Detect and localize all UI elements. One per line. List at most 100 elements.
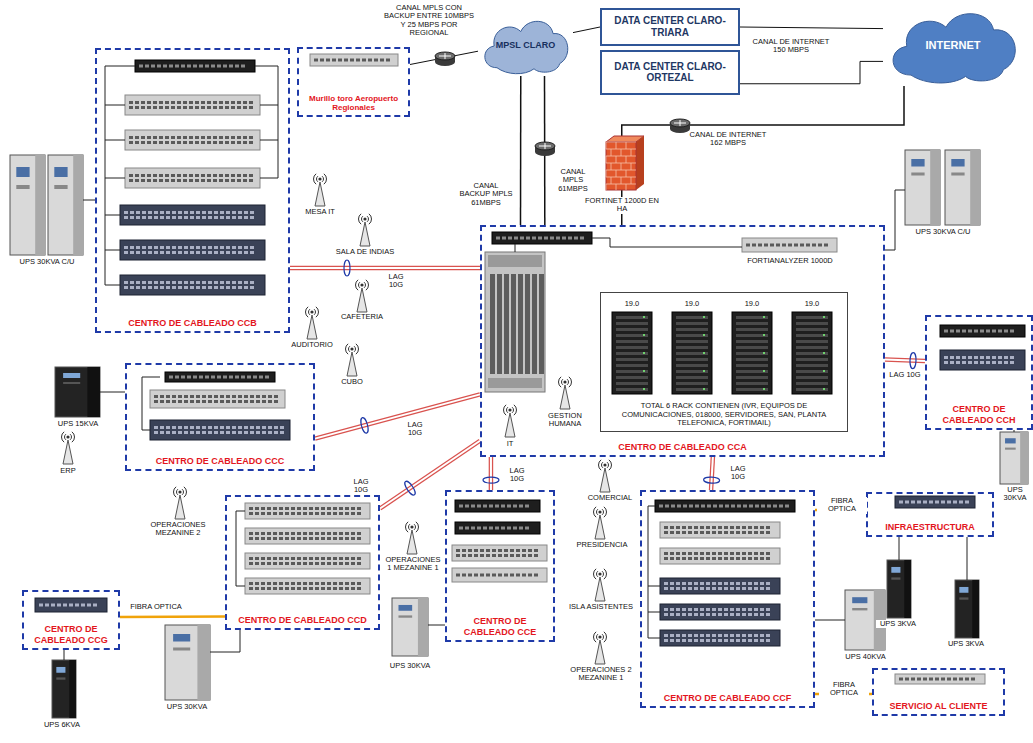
access-point: [504, 405, 517, 437]
switch-port: [513, 505, 517, 508]
connector-group: [315, 394, 480, 438]
switch-port: [1004, 361, 1008, 364]
switch-port: [237, 101, 241, 104]
switch-port: [701, 505, 705, 508]
network-switch: [245, 553, 370, 569]
connector-group: [703, 457, 719, 490]
cable-line: [648, 586, 660, 587]
switch-port: [177, 179, 181, 182]
brick-line: [616, 142, 617, 149]
switch-port: [670, 613, 674, 616]
chassis-slot: [525, 274, 530, 374]
switch-port: [345, 587, 349, 590]
switch-port: [724, 608, 728, 611]
switch-port: [285, 562, 289, 565]
switch-port: [262, 400, 266, 403]
annotation-label: CANAL DE INTERNET 162 MBPS: [688, 131, 768, 148]
lag-link: [290, 266, 480, 271]
switch-port: [220, 400, 224, 403]
ap-dot: [603, 463, 606, 466]
switch-port: [333, 537, 337, 540]
switch-port: [124, 251, 128, 254]
ups-side: [418, 598, 428, 656]
rack-led: [823, 388, 825, 390]
ap-wave: [314, 174, 317, 184]
chassis-body: [485, 252, 545, 392]
switch-port: [232, 431, 236, 434]
annotation-label: FIBRA OPTICA: [817, 497, 867, 514]
switch-port: [712, 552, 716, 555]
switch-port: [333, 532, 337, 535]
switch-port: [184, 286, 188, 289]
network-switch: [245, 503, 370, 519]
switch-port: [166, 211, 170, 214]
switch-port: [357, 562, 361, 565]
switch-port: [962, 361, 966, 364]
cable-line: [210, 630, 240, 652]
switch-port: [249, 562, 253, 565]
rack-unit: [736, 340, 768, 343]
rack-led: [703, 388, 705, 390]
switch-port: [670, 582, 674, 585]
switch-port: [688, 531, 692, 534]
switch-port: [184, 400, 188, 403]
switch-port: [351, 532, 355, 535]
switch-port: [154, 211, 158, 214]
switch-port: [225, 136, 229, 139]
switch-port: [748, 531, 752, 534]
switch-port: [130, 211, 134, 214]
switch-port: [528, 574, 532, 577]
switch-port: [165, 179, 169, 182]
switch-port: [130, 216, 134, 219]
lag-inner: [711, 457, 713, 490]
switch-port: [160, 216, 164, 219]
connector-group: [120, 616, 225, 618]
switch-port: [303, 532, 307, 535]
node-heading: CENTRO DE CABLEADO CCG: [27, 624, 115, 645]
ap-mast: [175, 495, 185, 519]
rack-unit: [676, 346, 708, 349]
cable-line: [255, 66, 278, 178]
switch-port: [677, 505, 681, 508]
switch-port: [190, 286, 194, 289]
switch-port: [513, 527, 517, 530]
switch-port: [136, 286, 140, 289]
switch-port: [255, 512, 259, 515]
switch-port: [225, 106, 229, 109]
switch-port: [213, 174, 217, 177]
switch-port: [189, 141, 193, 144]
switch-port: [676, 608, 680, 611]
switch-port: [327, 587, 331, 590]
node-heading: MPSL CLARO: [494, 40, 557, 50]
switch-port: [309, 562, 313, 565]
switch-port: [249, 587, 253, 590]
switch-port: [160, 426, 164, 429]
ap-dot: [363, 217, 366, 220]
switch-port: [184, 246, 188, 249]
switch-port: [459, 527, 463, 530]
switch-port: [244, 400, 248, 403]
switch-port: [244, 216, 248, 219]
switch-port: [766, 582, 770, 585]
node-heading: CENTRO DE CABLEADO CCH: [930, 404, 1028, 425]
chassis-slot: [511, 274, 516, 374]
switch-port: [351, 582, 355, 585]
switch-port: [202, 281, 206, 284]
switch-port: [141, 106, 145, 109]
chassis-slot: [504, 274, 509, 374]
switch-port: [232, 426, 236, 429]
switch-port: [244, 281, 248, 284]
ups-body: [10, 155, 45, 255]
ap-wave: [604, 507, 607, 517]
switch-port: [351, 587, 355, 590]
switch-port: [244, 431, 248, 434]
router-top: [670, 119, 690, 127]
rack-led: [823, 352, 825, 354]
switch-port: [683, 505, 687, 508]
switch-port: [992, 330, 996, 333]
switch-port: [905, 501, 909, 504]
brick-line: [621, 163, 622, 170]
router-icon: [535, 142, 555, 156]
switch-port: [184, 281, 188, 284]
access-point: [593, 632, 606, 664]
